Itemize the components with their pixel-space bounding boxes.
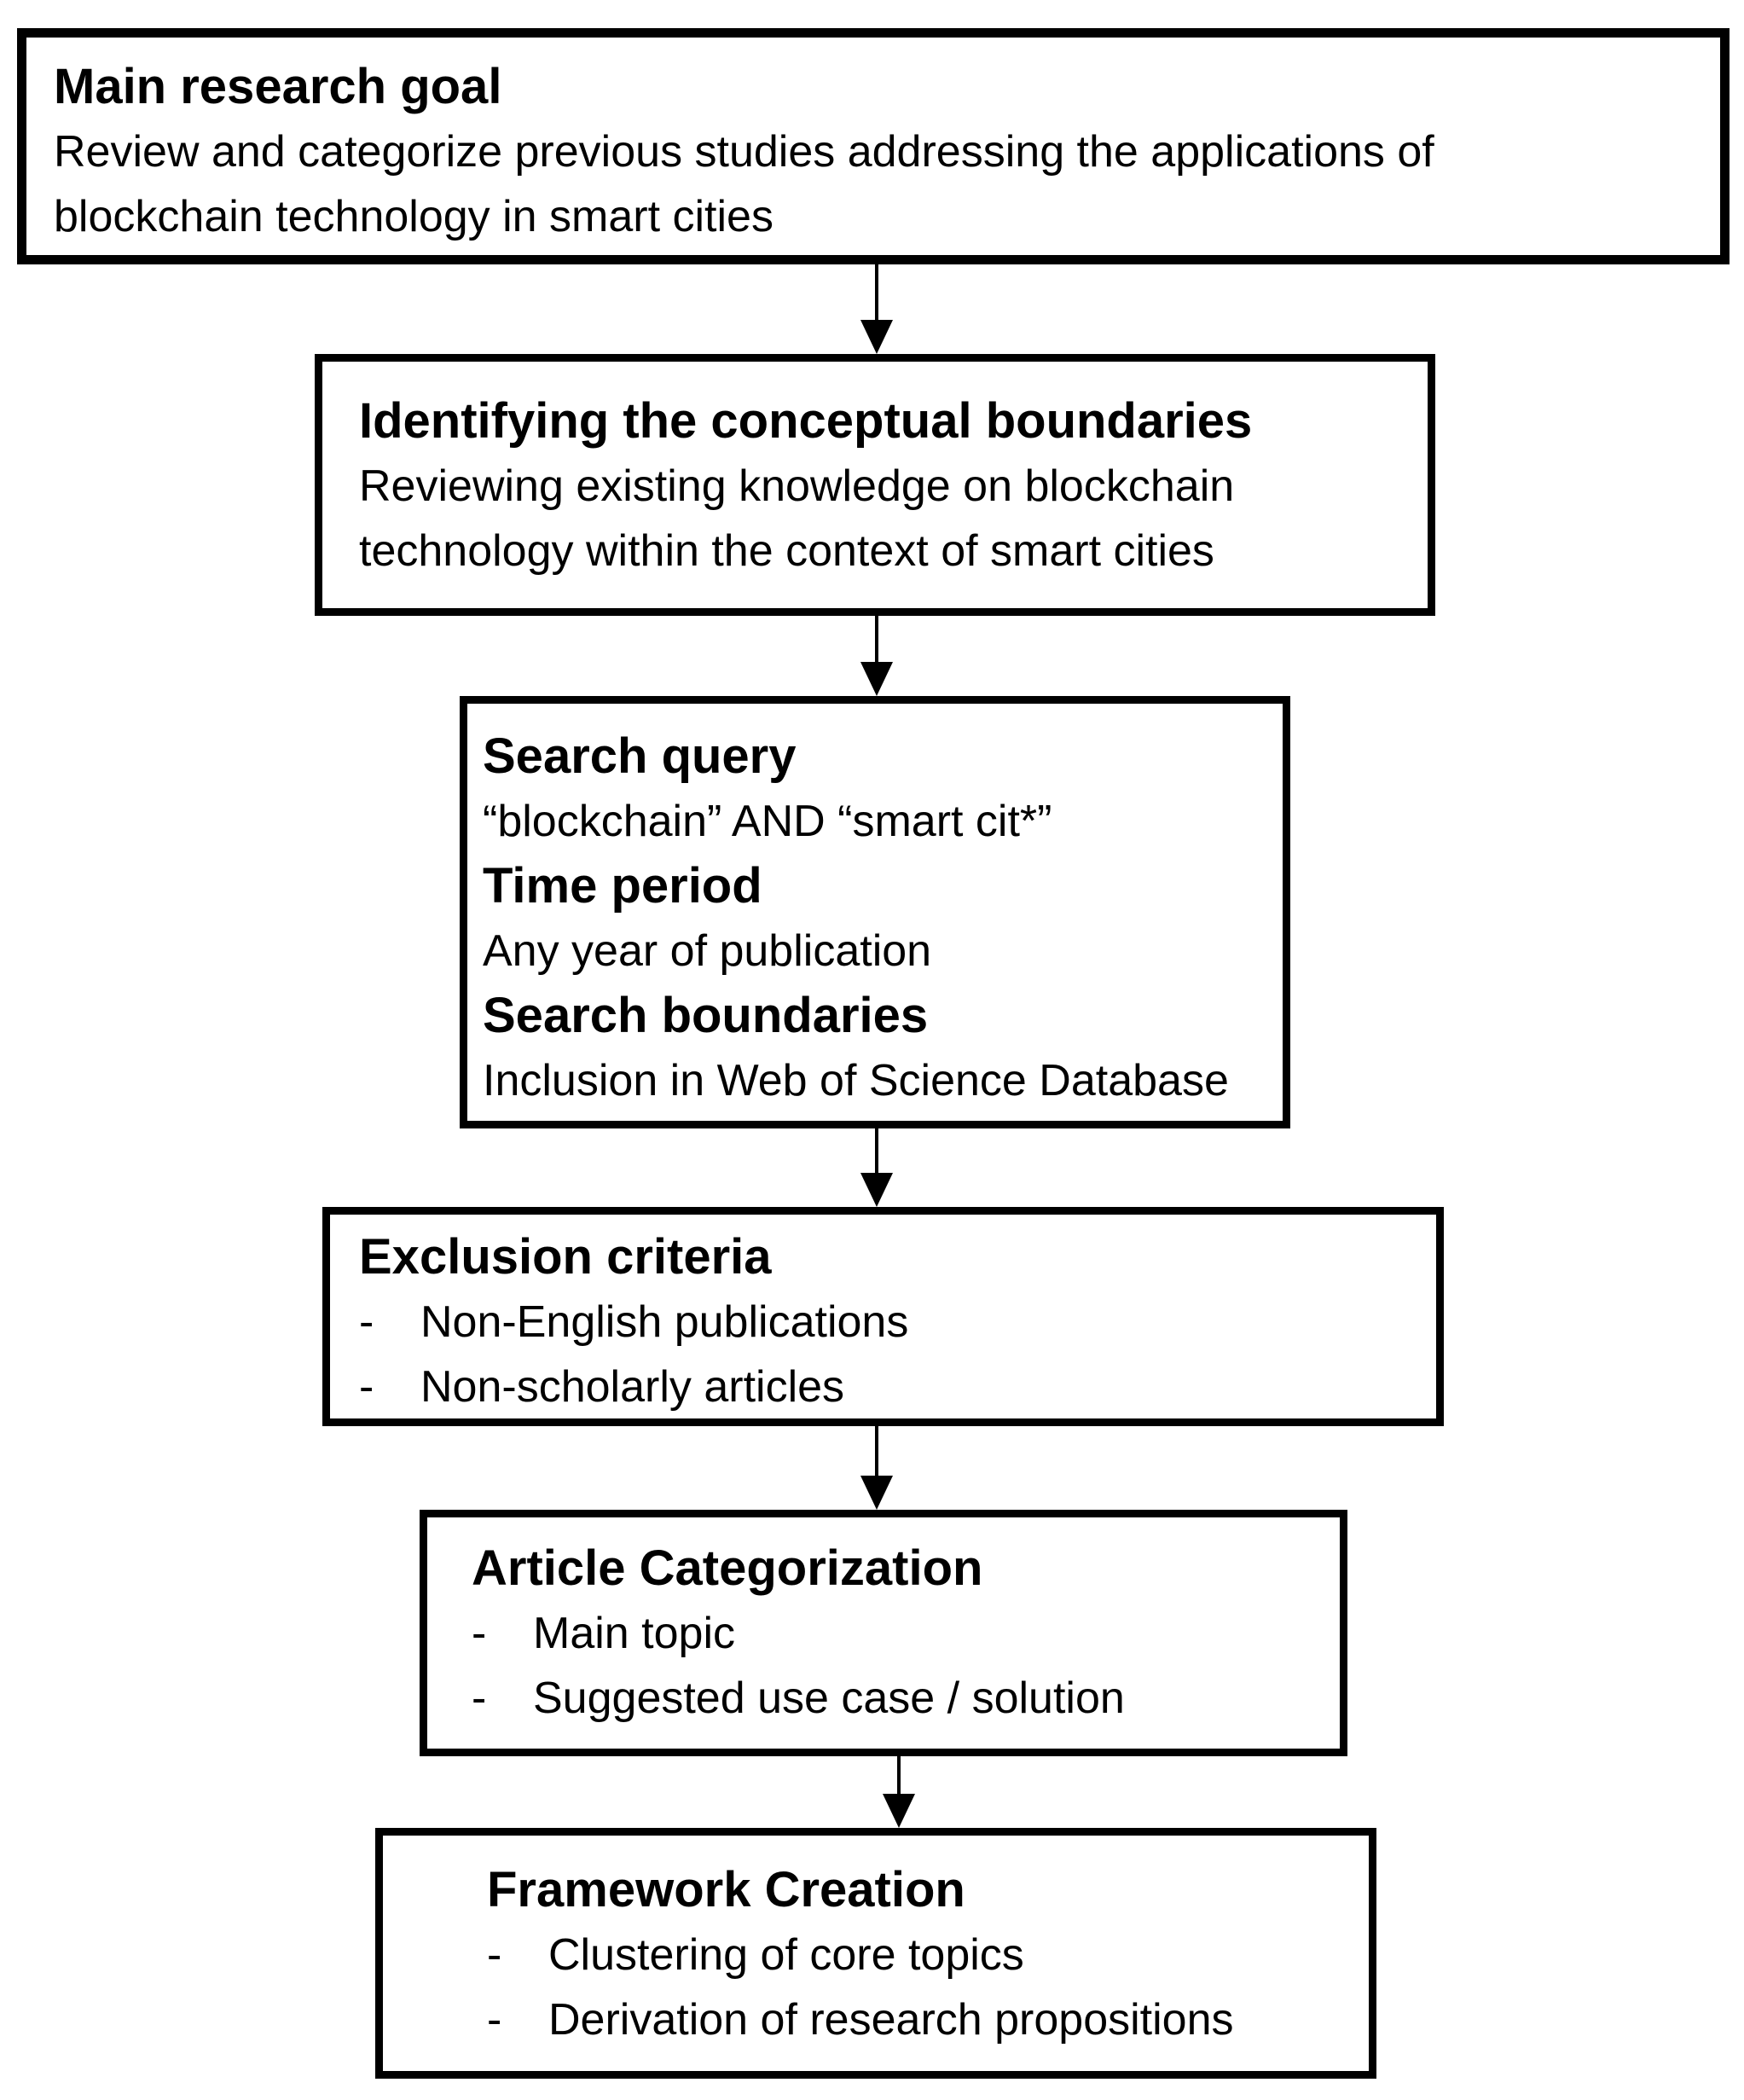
- bullet-dash: -: [472, 1609, 487, 1658]
- flow-box-conceptual-boundaries: Identifying the conceptual boundaries Re…: [315, 354, 1435, 616]
- arrow-line: [875, 616, 878, 667]
- box-heading: Search boundaries: [483, 988, 929, 1043]
- box-heading: Search query: [483, 728, 797, 784]
- bullet-item: - Non-English publications: [359, 1290, 1428, 1355]
- arrow-head-icon: [860, 320, 893, 354]
- box-body: “blockchain” AND “smart cit*”: [483, 797, 1052, 846]
- bullet-item: - Main topic: [472, 1601, 1331, 1666]
- bullet-item: - Suggested use case / solution: [472, 1666, 1331, 1731]
- bullet-text: Non-English publications: [420, 1297, 909, 1347]
- arrow-head-icon: [860, 1173, 893, 1207]
- flow-box-framework-creation: Framework Creation - Clustering of core …: [375, 1828, 1376, 2079]
- box-body: Reviewing existing knowledge on blockcha…: [359, 461, 1235, 576]
- box-body: Review and categorize previous studies a…: [54, 127, 1434, 241]
- arrow-head-icon: [860, 662, 893, 696]
- arrow-head-icon: [860, 1476, 893, 1510]
- bullet-text: Derivation of research propositions: [548, 1995, 1234, 2045]
- bullet-text: Non-scholarly articles: [420, 1362, 845, 1412]
- box-body: Inclusion in Web of Science Database: [483, 1056, 1229, 1105]
- bullet-text: Clustering of core topics: [548, 1930, 1024, 1980]
- box-heading: Framework Creation: [487, 1862, 965, 1917]
- bullet-dash: -: [359, 1362, 374, 1412]
- arrow-line: [875, 1426, 878, 1481]
- bullet-dash: -: [359, 1297, 374, 1347]
- box-heading: Identifying the conceptual boundaries: [359, 393, 1253, 449]
- box-heading: Time period: [483, 858, 762, 914]
- box-heading: Article Categorization: [472, 1540, 983, 1596]
- flow-box-article-categorization: Article Categorization - Main topic - Su…: [420, 1510, 1347, 1756]
- bullet-dash: -: [487, 1930, 502, 1980]
- flow-box-main-research-goal: Main research goal Review and categorize…: [17, 28, 1730, 264]
- flow-box-exclusion-criteria: Exclusion criteria - Non-English publica…: [322, 1207, 1444, 1426]
- flow-box-search-parameters: Search query “blockchain” AND “smart cit…: [460, 696, 1290, 1128]
- bullet-text: Suggested use case / solution: [533, 1674, 1125, 1723]
- bullet-dash: -: [487, 1995, 502, 2045]
- arrow-line: [875, 1128, 878, 1178]
- arrow-line: [875, 264, 878, 325]
- bullet-item: - Derivation of research propositions: [487, 1987, 1360, 2052]
- box-body: Any year of publication: [483, 926, 932, 976]
- arrow-line: [897, 1756, 901, 1799]
- bullet-text: Main topic: [533, 1609, 735, 1658]
- box-heading: Exclusion criteria: [359, 1229, 772, 1285]
- arrow-head-icon: [883, 1794, 915, 1828]
- box-heading: Main research goal: [54, 59, 502, 114]
- bullet-item: - Non-scholarly articles: [359, 1355, 1428, 1418]
- bullet-item: - Clustering of core topics: [487, 1923, 1360, 1987]
- bullet-dash: -: [472, 1674, 487, 1723]
